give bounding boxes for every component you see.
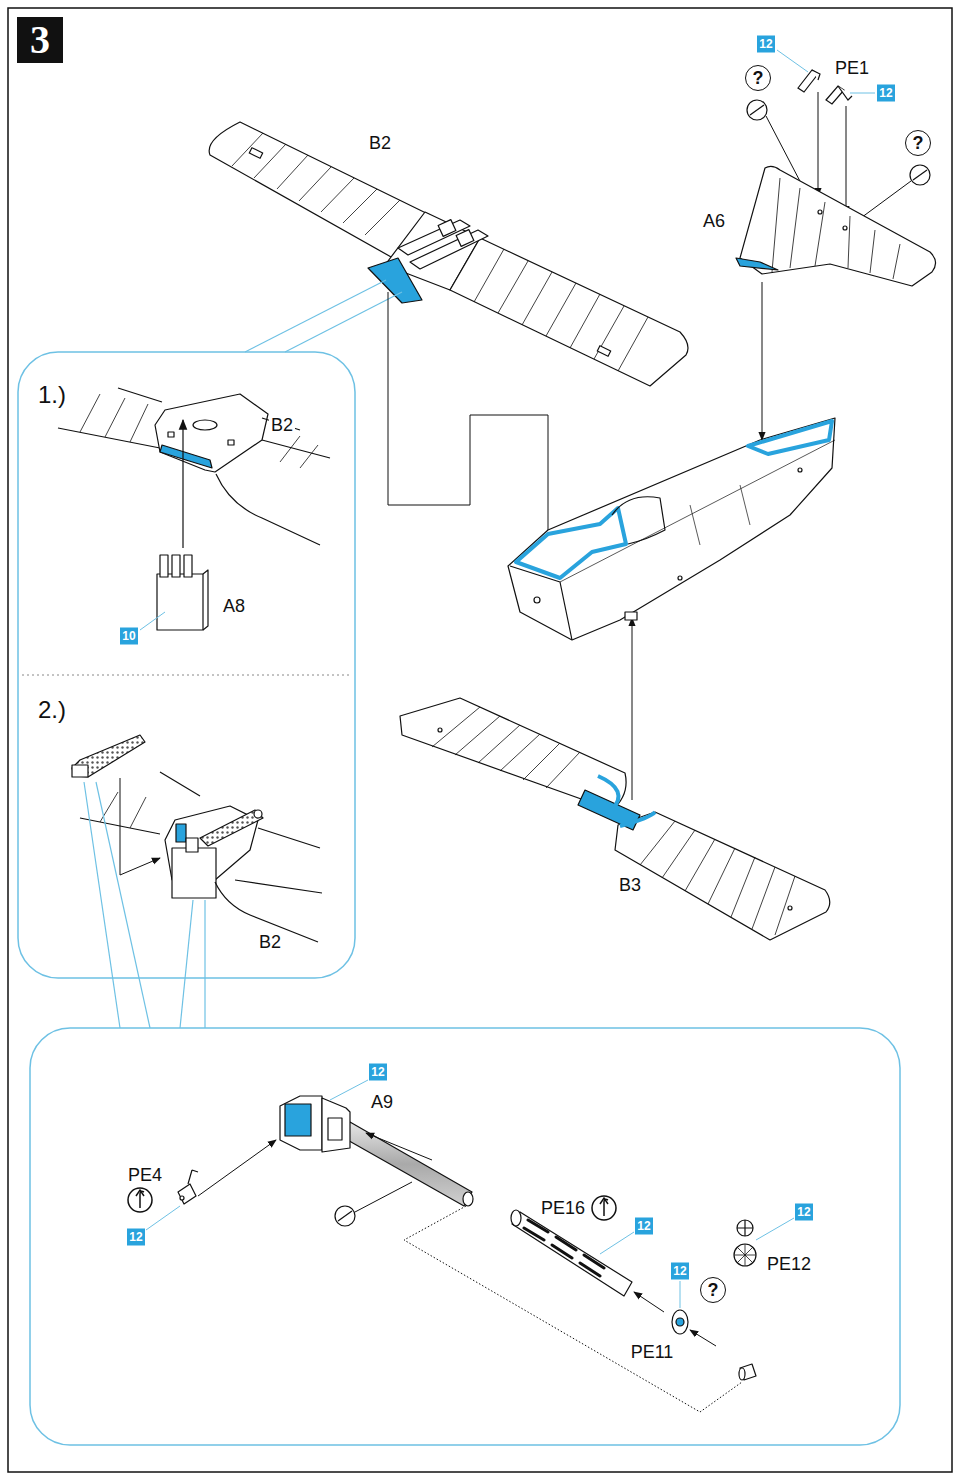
detail-panel — [30, 1028, 900, 1445]
substep-number: 2.) — [36, 697, 68, 723]
part-name: B3 — [617, 875, 643, 895]
part-name: PE16 — [539, 1198, 587, 1218]
fuselage — [508, 418, 835, 640]
part-name: A9 — [369, 1092, 395, 1112]
callout-number: 12 — [369, 1064, 387, 1081]
step-number-box: 3 — [17, 17, 63, 63]
inset-wing-detail — [58, 388, 330, 630]
callout-leader — [146, 1080, 794, 1308]
part-name: B2 — [257, 932, 283, 952]
part-name: B2 — [269, 415, 295, 435]
question-mark: ? — [700, 1277, 726, 1303]
part-name: PE11 — [629, 1342, 676, 1362]
part-name: PE12 — [765, 1254, 813, 1274]
bend-symbol — [128, 1188, 616, 1220]
callout-leader — [140, 612, 165, 630]
part-name: A8 — [221, 596, 247, 616]
callout-number: 10 — [120, 628, 138, 645]
lower-wing — [400, 698, 830, 940]
alignment-line — [404, 1206, 742, 1412]
question-mark: ? — [745, 65, 771, 91]
upper-wing — [209, 122, 688, 386]
inset-gun-detail — [72, 735, 322, 942]
part-name: A6 — [701, 211, 727, 231]
callout-number: 12 — [877, 85, 895, 102]
part-name: B2 — [367, 133, 393, 153]
part-name: PE4 — [126, 1165, 164, 1185]
remove-symbol — [335, 1182, 412, 1226]
inset-panel — [18, 352, 355, 978]
page-frame — [8, 8, 952, 1472]
callout-number: 12 — [757, 36, 775, 53]
callout-number: 12 — [635, 1218, 653, 1235]
inset-divider — [22, 675, 352, 676]
callout-number: 12 — [795, 1204, 813, 1221]
question-mark: ? — [905, 130, 931, 156]
inset-leader — [84, 782, 205, 1028]
substep-number: 1.) — [36, 382, 68, 408]
part-name: PE1 — [833, 58, 871, 78]
callout-number: 12 — [671, 1263, 689, 1280]
callout-leader — [777, 50, 875, 93]
machine-gun-parts — [178, 1096, 756, 1380]
tailplane — [736, 166, 936, 286]
step-number: 3 — [30, 20, 50, 60]
inset-leader — [245, 280, 402, 352]
callout-number: 12 — [127, 1229, 145, 1246]
